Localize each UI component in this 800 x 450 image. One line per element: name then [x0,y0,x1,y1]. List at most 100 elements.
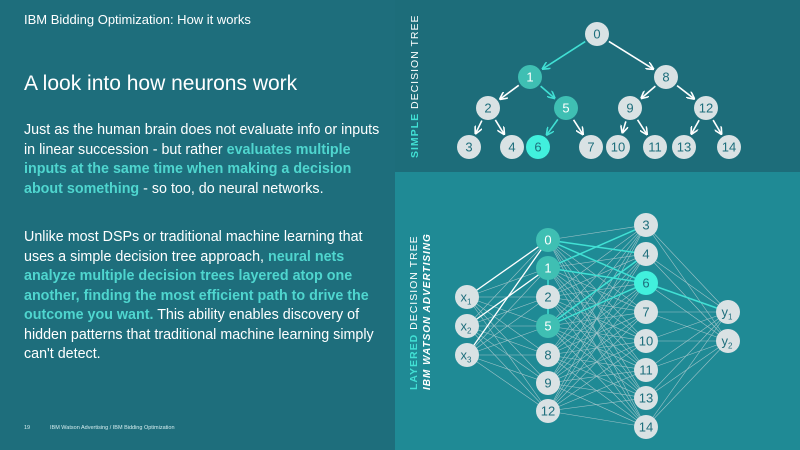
layered-layer1-node-circle [536,371,560,395]
simple-tree-node-label: 10 [611,140,625,155]
layered-layer1-node: 5 [536,314,560,338]
simple-tree-node: 12 [694,96,718,120]
page-number: 19 [24,425,31,431]
simple-tree-edge [572,119,583,135]
simple-tree-edge [712,119,721,134]
simple-tree-node-label: 8 [662,70,669,85]
layered-layer1-node: 9 [536,371,560,395]
simple-tree-node-label: 3 [465,140,472,155]
layered-layer2-node-circle [634,415,658,439]
simple-tree-node-label: 4 [508,140,515,155]
layered-edge [547,224,647,241]
layered-edge [547,369,647,412]
simple-tree-node-label: 13 [677,140,691,155]
layered-input-edge [466,239,549,298]
simple-tree-node: 2 [476,96,500,120]
simple-tree-node-label: 2 [484,101,491,116]
footer-text: IBM Watson Advertising / IBM Bidding Opt… [50,425,175,431]
layered-output-node-label: y2 [722,334,734,351]
simple-tree-node-circle [606,135,630,159]
simple-tree-node-circle [694,96,718,120]
simple-tree-edge [494,119,504,134]
layered-output-node-circle [716,329,740,353]
simple-tree-label-bold: SIMPLE [409,113,421,158]
layered-layer2-node: 10 [634,329,658,353]
layered-layer2-node: 13 [634,386,658,410]
simple-tree-edge [543,40,586,69]
layered-layer2-node-circle [634,242,658,266]
layered-edge [466,239,549,327]
layered-layer2-node: 7 [634,300,658,324]
layered-layer1-node-circle [536,399,560,423]
simple-tree-node-label: 11 [648,140,662,155]
simple-tree-node-label: 1 [526,70,533,85]
layered-edge [547,354,647,371]
layered-layer2-node-label: 7 [642,305,649,320]
layered-edge [547,354,647,428]
simple-tree-node-circle [643,135,667,159]
simple-tree-node-label: 6 [534,140,541,155]
simple-tree-node: 0 [585,22,609,46]
layered-layer1-node-circle [536,343,560,367]
layered-input-node-circle [455,314,479,338]
text-panel: IBM Bidding Optimization: How it works A… [0,0,395,450]
layered-edge [547,311,647,384]
layered-input-node-circle [455,343,479,367]
paragraph-1-text: Just as the human brain does not evaluat… [24,122,380,158]
layered-edge [547,340,647,356]
layered-output-node-label: y1 [722,305,734,322]
simple-tree-edge [547,118,559,134]
page-title: IBM Bidding Optimization: How it works [24,12,251,27]
simple-tree-node-circle [476,96,500,120]
layered-layer2-node: 14 [634,415,658,439]
layered-tree-label: LAYERED DECISION TREE [408,235,420,390]
simple-tree-node-circle [654,65,678,89]
simple-tree-node-circle [579,135,603,159]
simple-tree-node: 1 [518,65,542,89]
layered-layer1-node-label: 5 [544,319,551,334]
layered-layer2-node-label: 11 [639,363,653,378]
layered-layer2-node-label: 3 [642,218,649,233]
layered-input-node-circle [455,285,479,309]
layered-highlight-edge [547,253,647,327]
simple-tree-edge [636,119,647,135]
paragraph-2-highlight: neural nets analyze multiple decision tr… [24,248,369,324]
layered-edge [466,296,549,412]
simple-tree-node-circle [457,135,481,159]
simple-tree-node-label: 0 [593,27,600,42]
layered-edge [547,282,647,412]
simple-tree-node-label: 14 [722,140,736,155]
layered-layer2-node-label: 10 [639,334,653,349]
simple-tree-edge [540,85,555,98]
layered-edge [547,397,647,412]
simple-tree-node: 8 [654,65,678,89]
layered-layer2-node-label: 13 [639,391,653,406]
layered-highlight-edge [547,267,647,284]
simple-tree-node: 3 [457,135,481,159]
simple-tree-node-circle [554,96,578,120]
layered-input-node-label: x3 [461,348,473,365]
simple-tree-node: 13 [672,135,696,159]
layered-input-node-label: x1 [461,290,473,307]
layered-layer2-node: 11 [634,358,658,382]
layered-edge [466,325,549,384]
layered-layer2-node-circle [634,213,658,237]
layered-edge [466,296,549,384]
layered-highlight-edge [645,282,729,313]
simple-tree-node-label: 9 [626,101,633,116]
paragraph-1-highlight: evaluates multiple inputs at the same ti… [24,141,352,197]
simple-tree-node-circle [618,96,642,120]
layered-layer2-node: 6 [634,271,658,295]
paragraph-2-text-end: This ability enables discovery of hidden… [24,307,374,362]
layered-highlight-edge [547,239,647,284]
layered-layer2-node-label: 14 [639,420,653,435]
layered-tree-label-rest: DECISION TREE [408,235,420,333]
layered-edge [547,410,647,428]
layered-edge [466,267,549,298]
simple-tree-edge [476,120,483,134]
layered-highlight-edge [547,239,647,255]
layered-layer1-node-label: 8 [544,348,551,363]
layered-edge [645,311,729,371]
layered-tree-edges [466,224,729,428]
simple-tree-node: 7 [579,135,603,159]
